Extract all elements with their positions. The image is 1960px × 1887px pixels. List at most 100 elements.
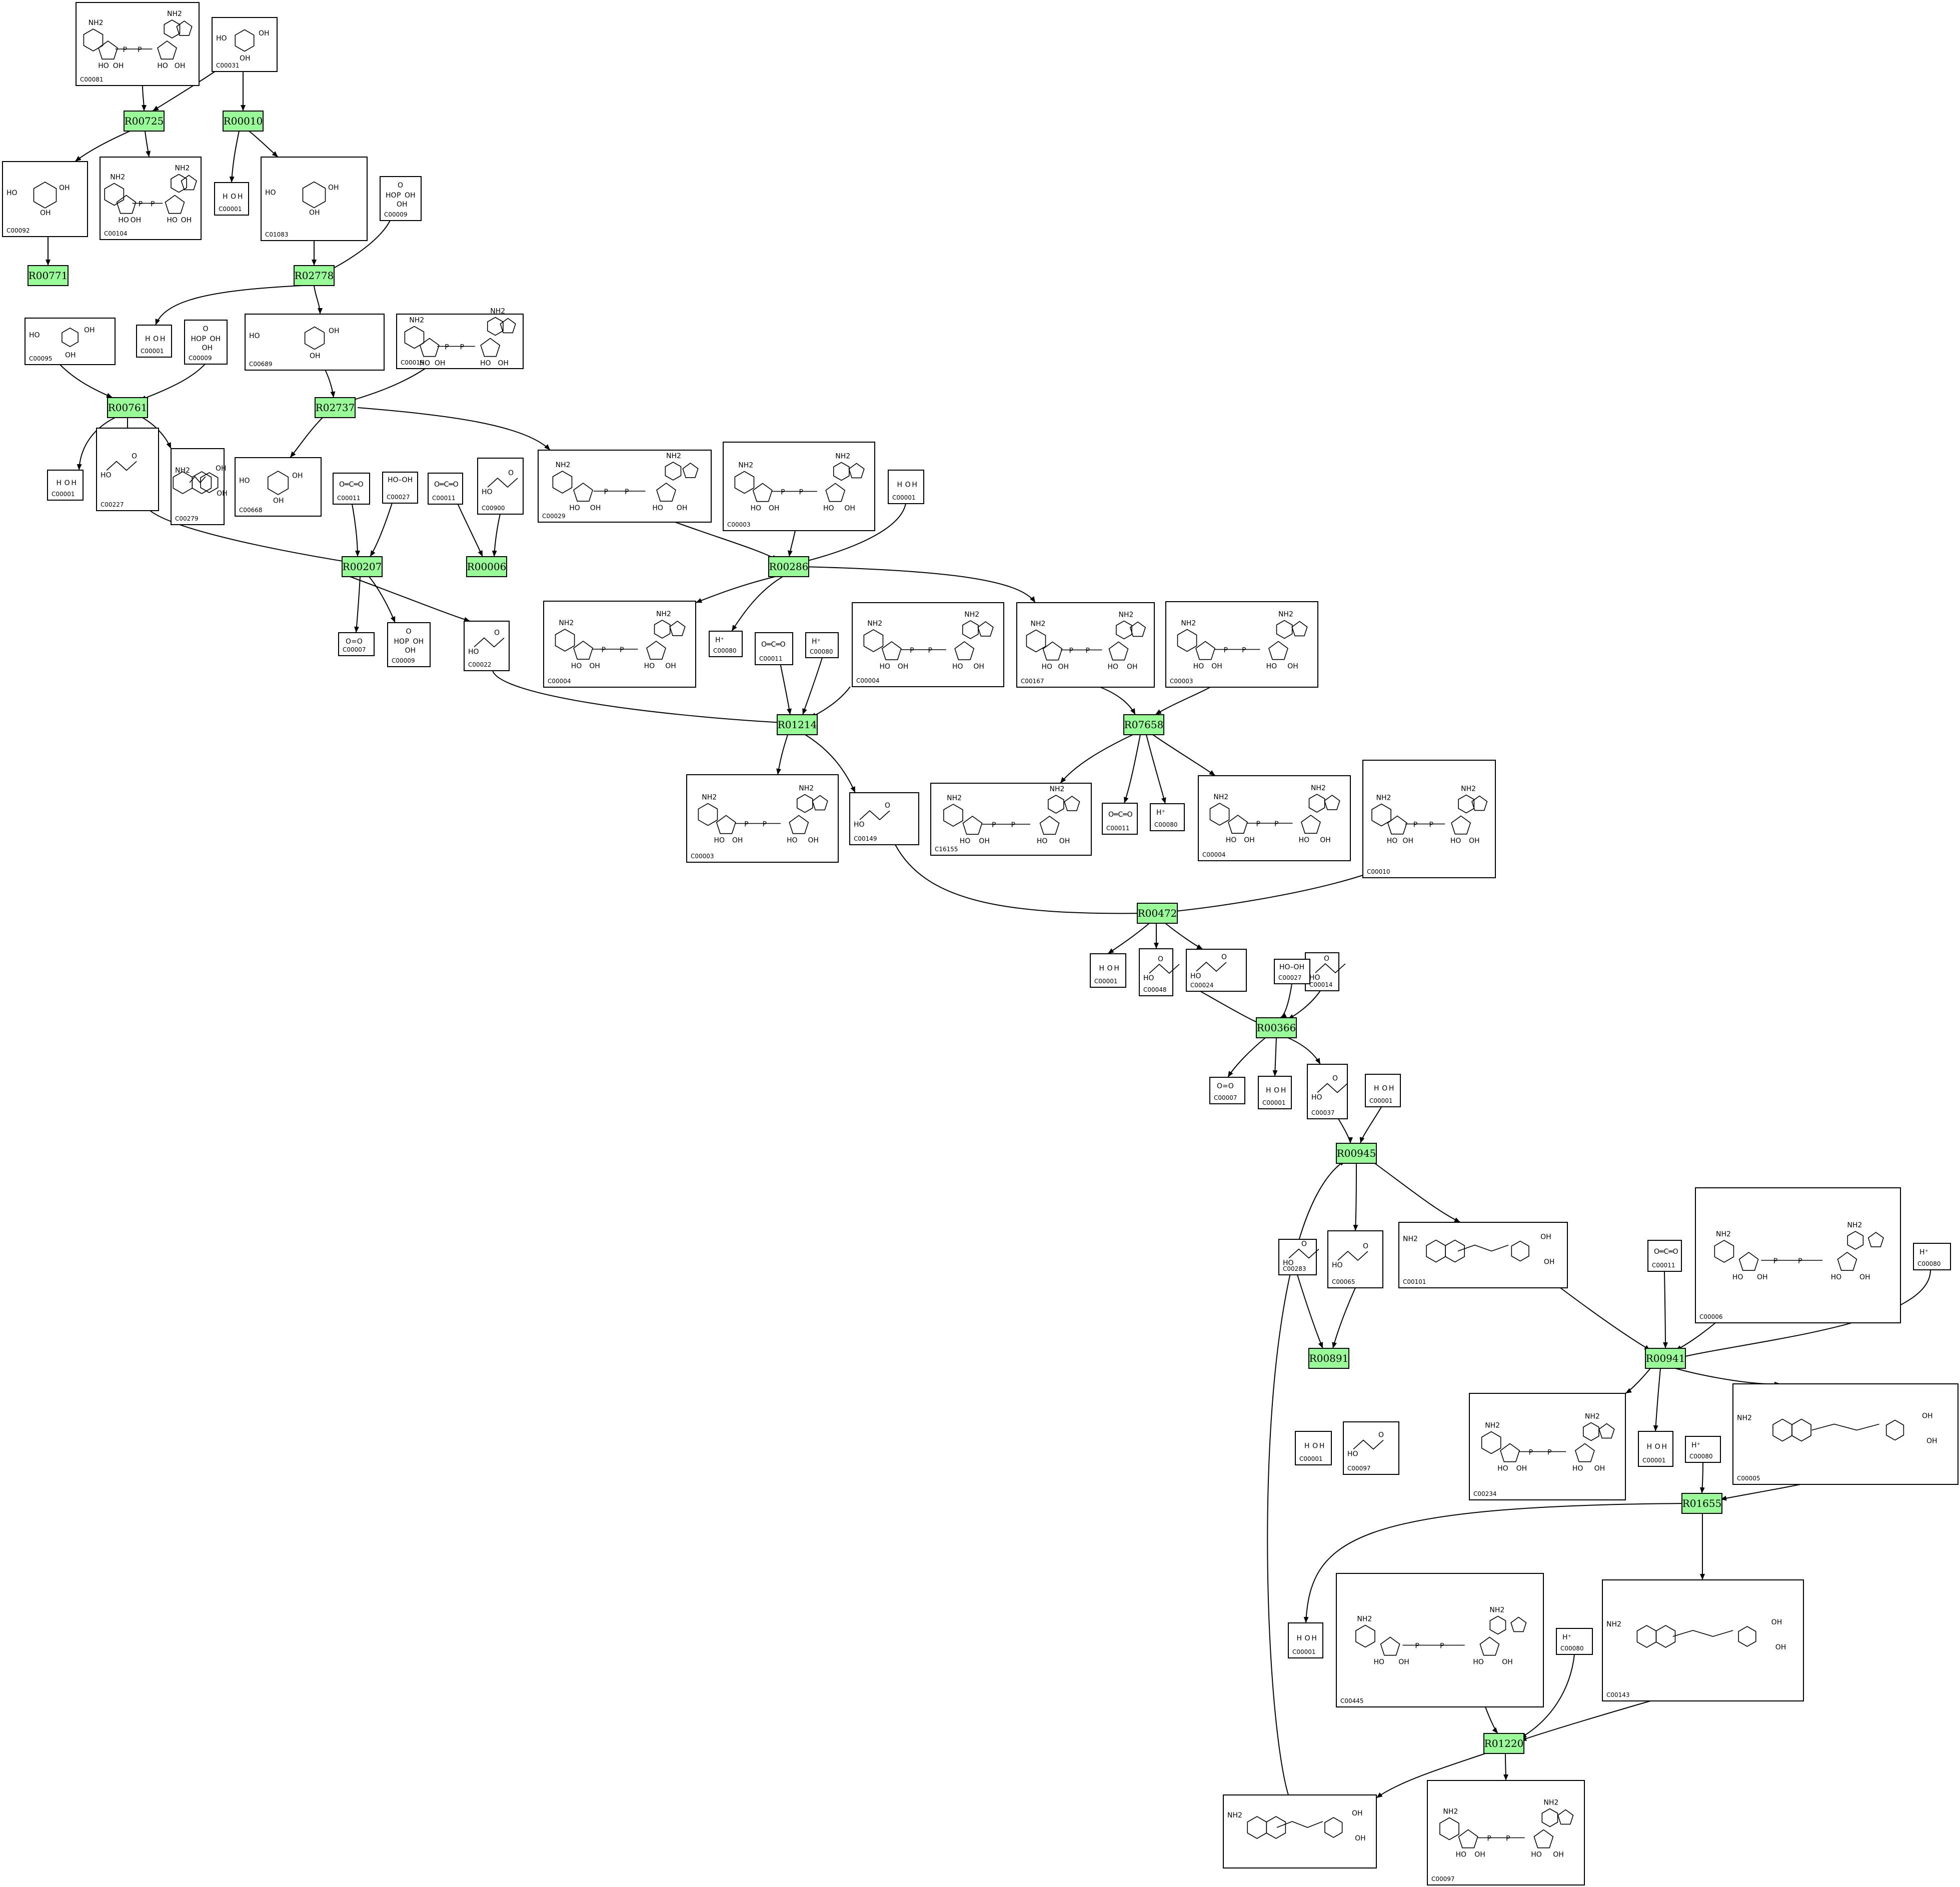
reaction-R00891[interactable]: R00891 xyxy=(1308,1348,1349,1369)
reaction-R02737[interactable]: R02737 xyxy=(315,397,356,418)
reaction-R00945[interactable]: R00945 xyxy=(1336,1143,1377,1164)
compound-box xyxy=(396,314,524,369)
reaction-R00366[interactable]: R00366 xyxy=(1256,1017,1297,1038)
compound-id-label: C00668 xyxy=(239,507,263,514)
compound-C00080[interactable]: H⁺C00080 xyxy=(709,631,743,657)
compound-C00080[interactable]: H⁺C00080 xyxy=(1685,1436,1721,1463)
reaction-R01220[interactable]: R01220 xyxy=(1483,1733,1524,1754)
reaction-R01655[interactable]: R01655 xyxy=(1681,1493,1722,1514)
compound-C00080[interactable]: H⁺C00080 xyxy=(1150,803,1185,831)
reaction-R00286[interactable]: R00286 xyxy=(768,556,809,577)
reaction-id-label: R00207 xyxy=(343,561,382,573)
reaction-R07658[interactable]: R07658 xyxy=(1123,714,1164,735)
atom-ho: HO xyxy=(569,504,580,512)
atom-oh: OH xyxy=(1502,1658,1513,1666)
reaction-R00010[interactable]: R00010 xyxy=(223,111,264,132)
reaction-R00941[interactable]: R00941 xyxy=(1645,1348,1686,1369)
atom-oh: OH xyxy=(973,663,984,671)
reaction-R00006[interactable]: R00006 xyxy=(466,556,507,577)
compound-id-label: C00080 xyxy=(1154,821,1178,828)
reaction-R00761[interactable]: R00761 xyxy=(107,397,148,418)
ring-bond xyxy=(954,641,975,660)
compound-C00080[interactable]: H⁺C00080 xyxy=(1556,1628,1593,1655)
compound-C00080[interactable]: H⁺C00080 xyxy=(1913,1243,1951,1270)
ring-bond xyxy=(176,21,193,36)
reaction-box xyxy=(124,111,165,132)
ring-bond xyxy=(1355,1624,1375,1648)
reaction-R00207[interactable]: R00207 xyxy=(342,556,383,577)
compound-C00080[interactable]: H⁺C00080 xyxy=(805,632,839,658)
oxygen-formula: O=O xyxy=(346,638,363,646)
reaction-R00771[interactable]: R00771 xyxy=(28,265,69,286)
ring-bond xyxy=(1371,803,1391,827)
reaction-R02778[interactable]: R02778 xyxy=(294,265,335,286)
compound-id-label: C00900 xyxy=(482,505,505,512)
reaction-R01214[interactable]: R01214 xyxy=(777,714,818,735)
ring-bond xyxy=(1324,795,1340,810)
reaction-R00472[interactable]: R00472 xyxy=(1137,903,1178,924)
reaction-R00725[interactable]: R00725 xyxy=(124,111,165,132)
